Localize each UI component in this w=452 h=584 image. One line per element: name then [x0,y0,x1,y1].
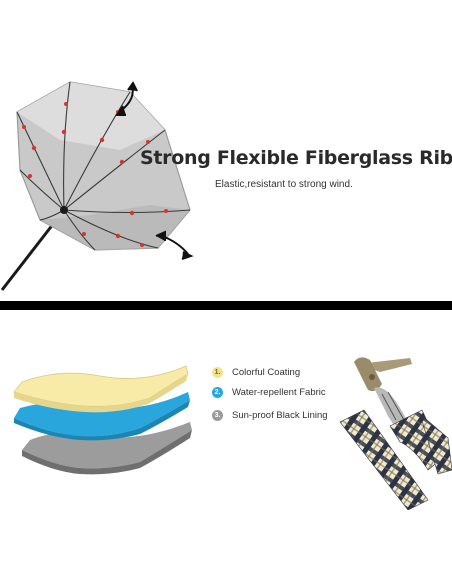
legend-item-colorful-coating: 1. Colorful Coating [212,365,300,379]
fabric-layers-diagram [13,365,192,475]
feature-subline: Elastic,resistant to strong wind. [215,179,353,190]
legend-badge: 2. [212,386,223,398]
folded-umbrella-image [339,357,452,510]
umbrella-sleeve [339,409,429,510]
open-umbrella-image [0,81,194,291]
legend-label: Water-repellent Fabric [232,386,326,398]
fiberglass-ribs [16,81,191,251]
legend-badge: 1. [212,366,223,378]
curved-double-arrow-icon [115,81,138,116]
legend-item-sun-proof-lining: 3. Sun-proof Black Lining [212,408,328,422]
feature-panel-fabric-layers: 1. Colorful Coating 2. Water-repellent F… [0,310,452,584]
feature-panel-fiberglass-ribs: Strong Flexible Fiberglass Ribs Elastic,… [0,81,452,291]
feature-headline: Strong Flexible Fiberglass Ribs [140,147,452,169]
legend-item-water-repellent: 2. Water-repellent Fabric [212,385,326,399]
curved-double-arrow-icon [155,230,194,260]
legend-badge: 3. [212,409,223,421]
legend-label: Sun-proof Black Lining [232,409,328,421]
section-divider [0,301,452,310]
legend-label: Colorful Coating [232,366,301,378]
